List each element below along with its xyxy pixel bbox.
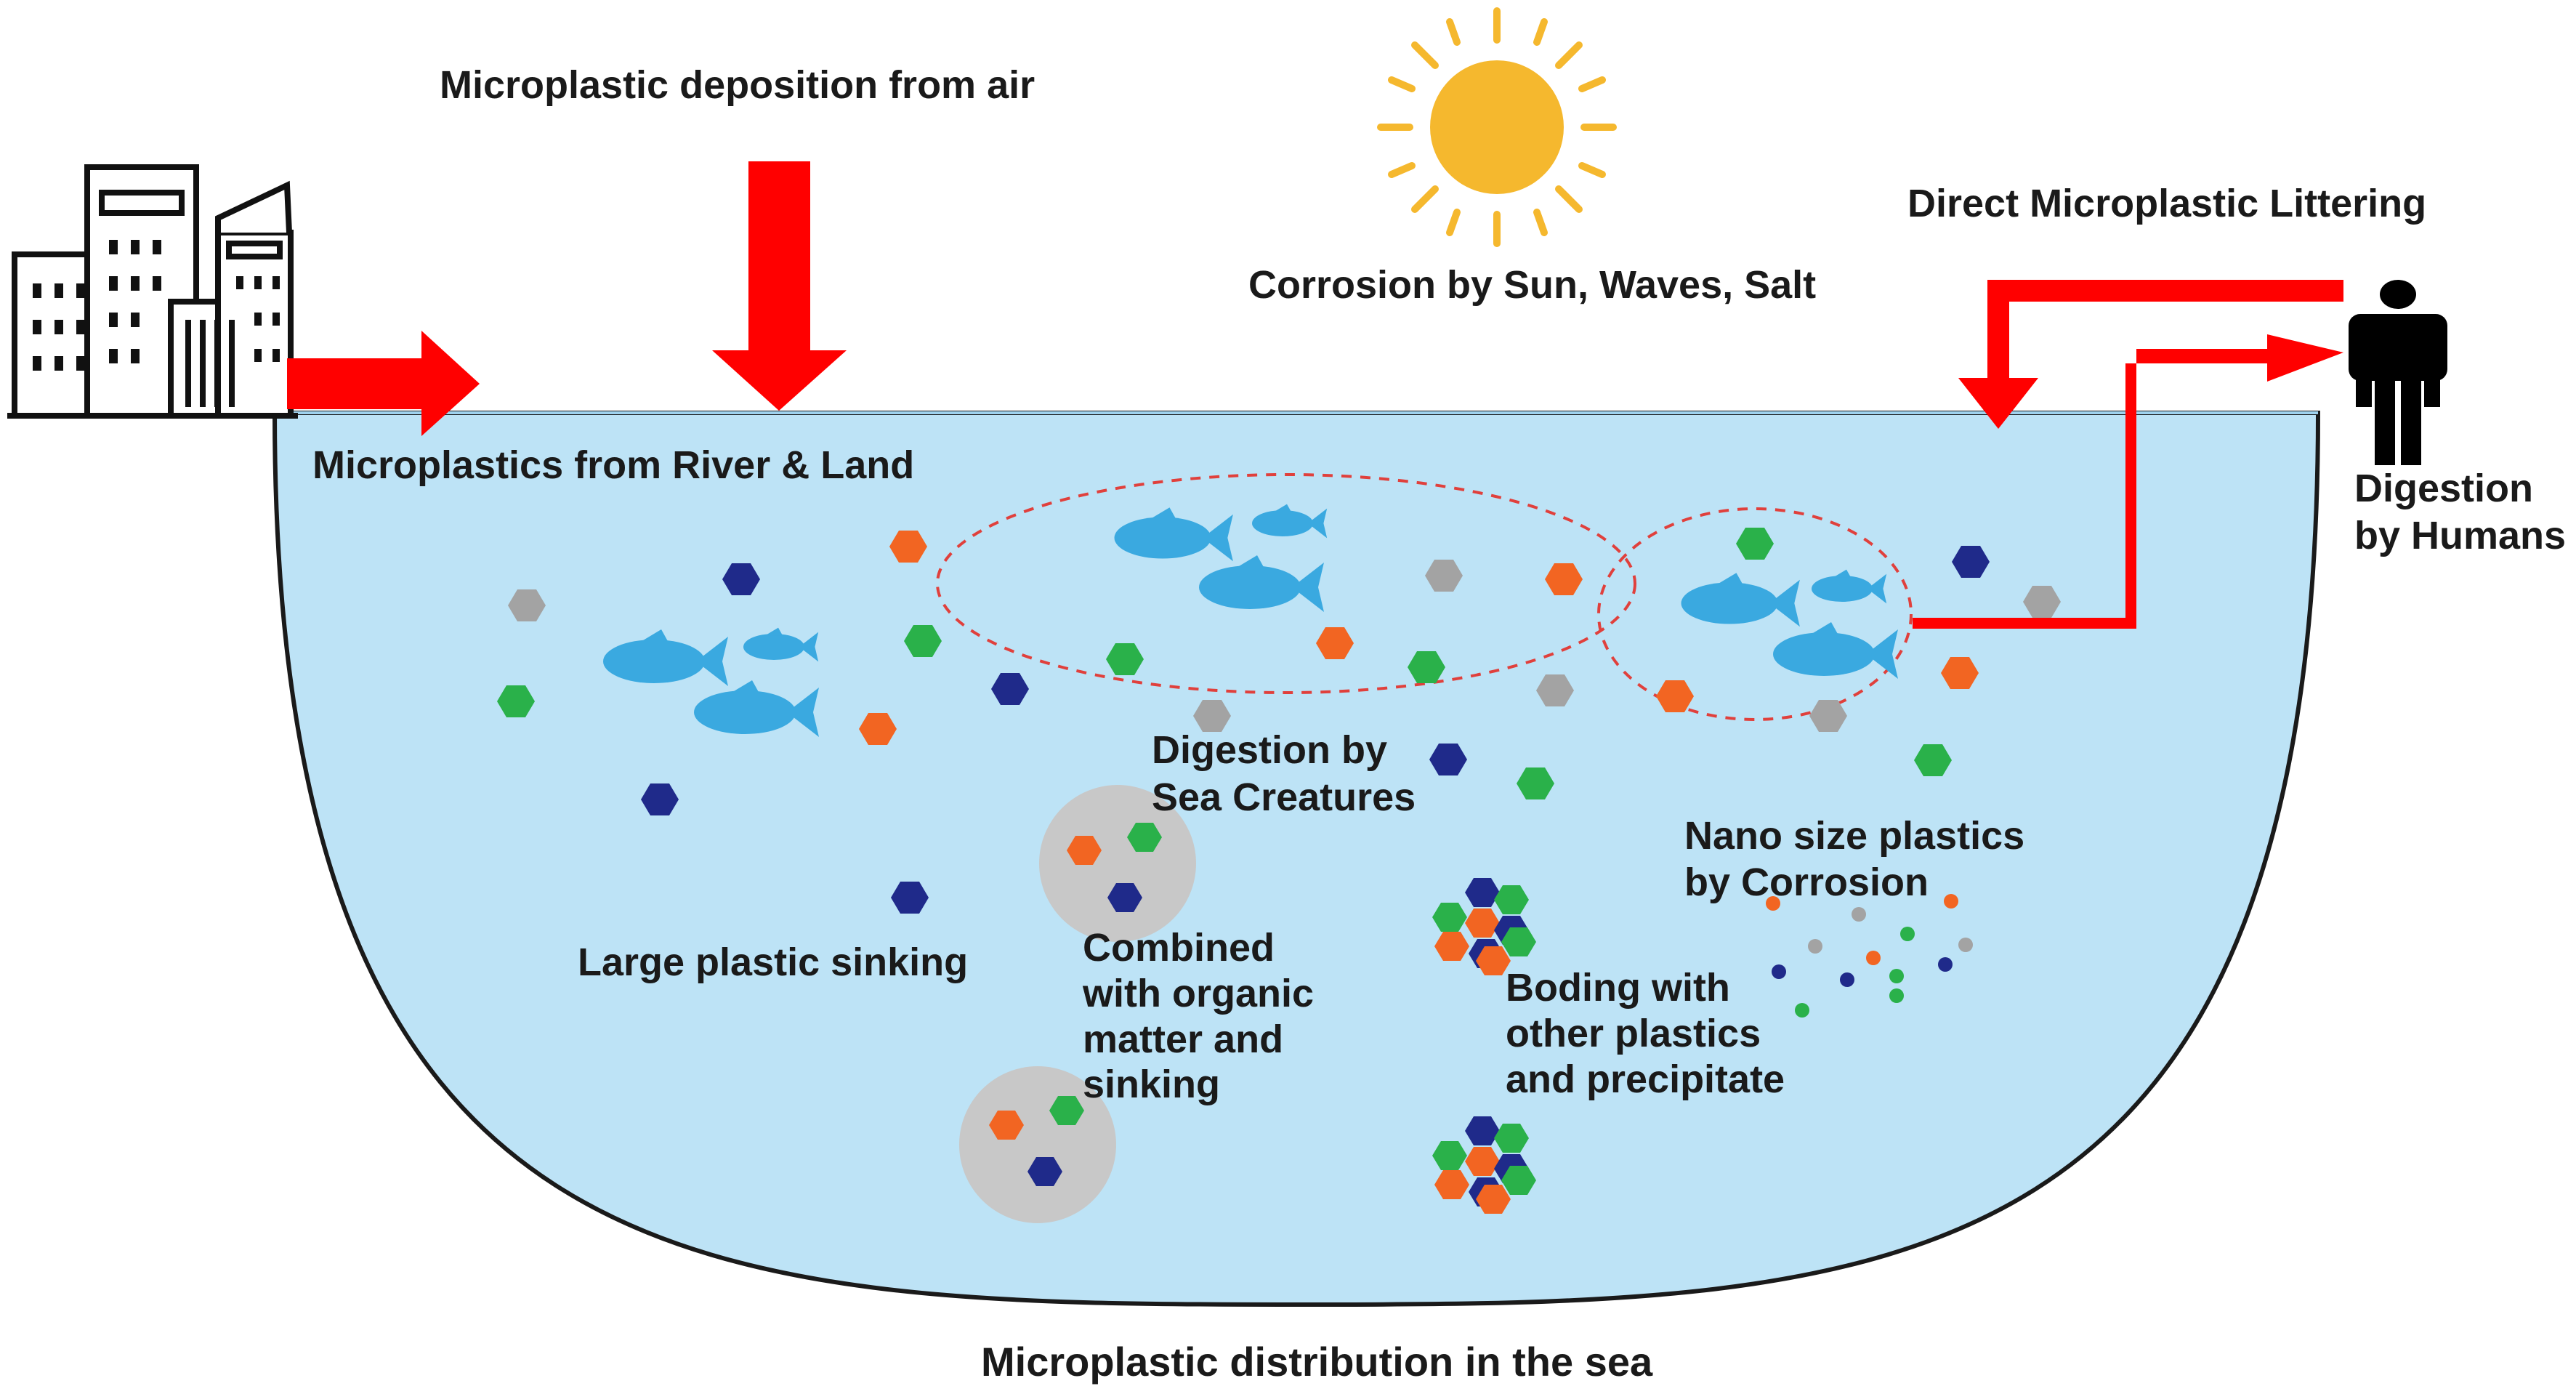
- corrosion-label: Corrosion by Sun, Waves, Salt: [1248, 263, 1816, 307]
- bonding-label: other plastics: [1506, 1012, 1761, 1055]
- littering-arrow: [1958, 280, 2343, 429]
- human-ingestion-arrow: [1913, 334, 2343, 629]
- nano-plastic-dots: [1766, 894, 1973, 1018]
- sea-bowl: [272, 411, 2321, 1308]
- combined-label: Combined: [1083, 926, 1275, 970]
- sea-creatures-label: Digestion by: [1152, 728, 1387, 772]
- organic-matter-blob: [1039, 785, 1196, 942]
- human-food-zone: [1597, 507, 1913, 721]
- bonding-label: Boding with: [1506, 966, 1730, 1010]
- combined-label: sinking: [1083, 1063, 1220, 1106]
- sea-creatures-zone: [936, 473, 1636, 694]
- city-buildings-icon: [7, 164, 298, 419]
- river-land-arrow: [287, 331, 480, 436]
- air-deposition-arrow: [712, 161, 847, 411]
- combined-label: with organic: [1082, 972, 1314, 1015]
- air-deposition-label: Microplastic deposition from air: [440, 63, 1035, 107]
- bonding-label: and precipitate: [1506, 1057, 1785, 1101]
- human-digestion-label: Digestion: [2354, 467, 2533, 510]
- diagram-caption: Microplastic distribution in the sea: [981, 1339, 1653, 1385]
- littering-label: Direct Microplastic Littering: [1907, 182, 2426, 225]
- river-land-label: Microplastics from River & Land: [312, 443, 914, 487]
- human-icon: [2349, 280, 2447, 465]
- large-sinking-label: Large plastic sinking: [578, 940, 968, 984]
- human-digestion-label: by Humans: [2354, 514, 2566, 557]
- nano-label: Nano size plastics: [1684, 814, 2024, 858]
- sun-icon: [1377, 7, 1617, 247]
- combined-label: matter and: [1083, 1018, 1283, 1061]
- sea-creatures-label: Sea Creatures: [1152, 775, 1416, 819]
- nano-label: by Corrosion: [1684, 861, 1929, 904]
